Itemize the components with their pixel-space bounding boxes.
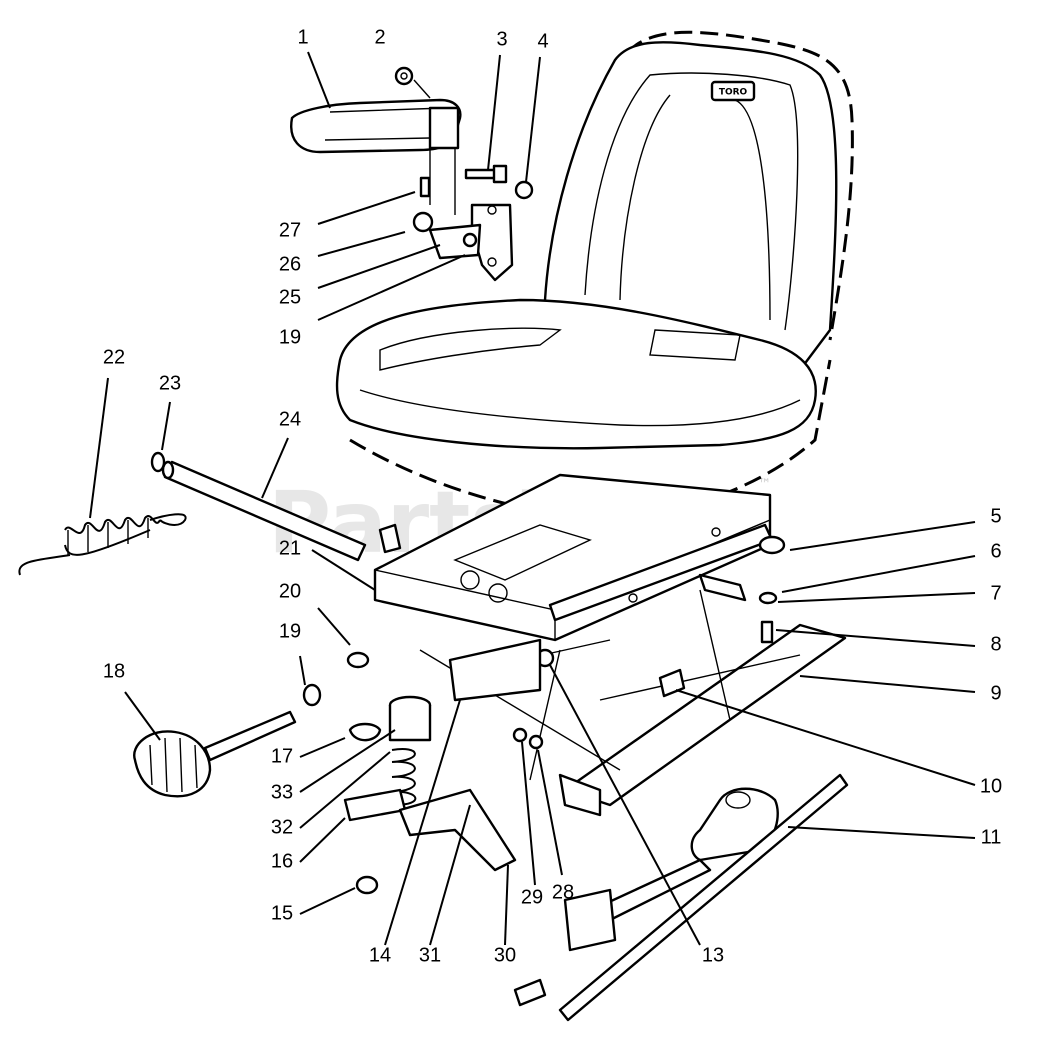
callout-15: 15 xyxy=(271,902,293,924)
nut-15 xyxy=(355,875,379,895)
clip-17 xyxy=(348,722,382,742)
callout-21: 21 xyxy=(279,537,301,559)
callout-29: 29 xyxy=(521,886,543,908)
callout-32: 32 xyxy=(271,816,293,838)
seat: TORO xyxy=(335,30,854,522)
leader-lines xyxy=(89,51,976,946)
armrest xyxy=(290,98,462,215)
callout-4: 4 xyxy=(537,30,548,52)
callout-14: 14 xyxy=(369,944,391,966)
nut-2 xyxy=(394,66,431,99)
nut-4 xyxy=(514,180,534,200)
callout-22: 22 xyxy=(103,346,125,368)
callout-8: 8 xyxy=(990,633,1001,655)
nut-20 xyxy=(346,651,370,669)
callout-33: 33 xyxy=(271,781,293,803)
screw-27 xyxy=(419,176,431,198)
washer-29 xyxy=(512,727,528,743)
callout-31: 31 xyxy=(419,944,441,966)
callout-17: 17 xyxy=(271,745,293,767)
watermark-trademark: ™ xyxy=(758,477,771,492)
callout-27: 27 xyxy=(279,219,301,241)
callout-2: 2 xyxy=(374,26,385,48)
bushing-10 xyxy=(658,668,686,698)
callout-9: 9 xyxy=(990,682,1001,704)
callout-10: 10 xyxy=(980,775,1002,797)
seat-label: TORO xyxy=(719,88,748,98)
callout-23: 23 xyxy=(159,372,181,394)
knob-handle-18 xyxy=(133,710,297,798)
rod-lower xyxy=(558,773,849,1022)
frame-9 xyxy=(558,623,847,817)
nut-19-upper xyxy=(462,232,478,248)
rod-24 xyxy=(161,460,367,562)
callout-3: 3 xyxy=(496,28,507,50)
callout-7: 7 xyxy=(990,582,1001,604)
callout-19-upper: 19 xyxy=(279,326,301,348)
callout-1: 1 xyxy=(297,26,308,48)
bolt-8 xyxy=(760,620,774,644)
bushing-26 xyxy=(412,211,434,233)
spring-32 xyxy=(388,695,432,806)
bumper-5 xyxy=(758,535,786,555)
bolt-3 xyxy=(464,164,508,184)
callout-5: 5 xyxy=(990,505,1001,527)
callout-30: 30 xyxy=(494,944,516,966)
callout-16: 16 xyxy=(271,850,293,872)
plate-30 xyxy=(398,788,517,872)
callout-numbers: 1 2 3 4 5 6 7 8 9 10 11 13 14 15 16 17 1… xyxy=(103,26,1002,966)
pin-lower xyxy=(513,978,547,1007)
callout-11: 11 xyxy=(981,826,1002,848)
spring-22 xyxy=(18,513,187,576)
lever-11 xyxy=(563,787,779,952)
washer-19 xyxy=(302,683,322,707)
callout-19-lower: 19 xyxy=(279,620,301,642)
seat-label-patch xyxy=(710,80,756,102)
callout-6: 6 xyxy=(990,540,1001,562)
callout-13: 13 xyxy=(702,944,724,966)
callout-25: 25 xyxy=(279,286,301,308)
callout-26: 26 xyxy=(279,253,301,275)
washer-23 xyxy=(150,451,166,473)
callout-24: 24 xyxy=(279,408,301,430)
callout-28: 28 xyxy=(552,881,574,903)
washer-6 xyxy=(758,591,778,605)
callout-18: 18 xyxy=(103,660,125,682)
nut-28 xyxy=(528,734,544,750)
callout-20: 20 xyxy=(279,580,301,602)
tube-7 xyxy=(698,573,747,602)
bracket-14 xyxy=(448,638,542,702)
bracket-16 xyxy=(343,788,407,822)
